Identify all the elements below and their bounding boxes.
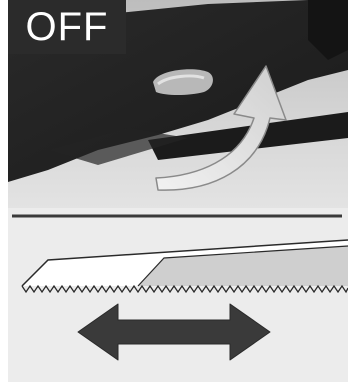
tool-photo: OFF (8, 0, 348, 208)
instruction-illustration: OFF (8, 0, 348, 382)
blade-diagram (8, 208, 348, 382)
off-mode-label: OFF (8, 0, 126, 54)
saw-blade-icon (22, 240, 348, 292)
double-arrow-icon (78, 304, 270, 360)
